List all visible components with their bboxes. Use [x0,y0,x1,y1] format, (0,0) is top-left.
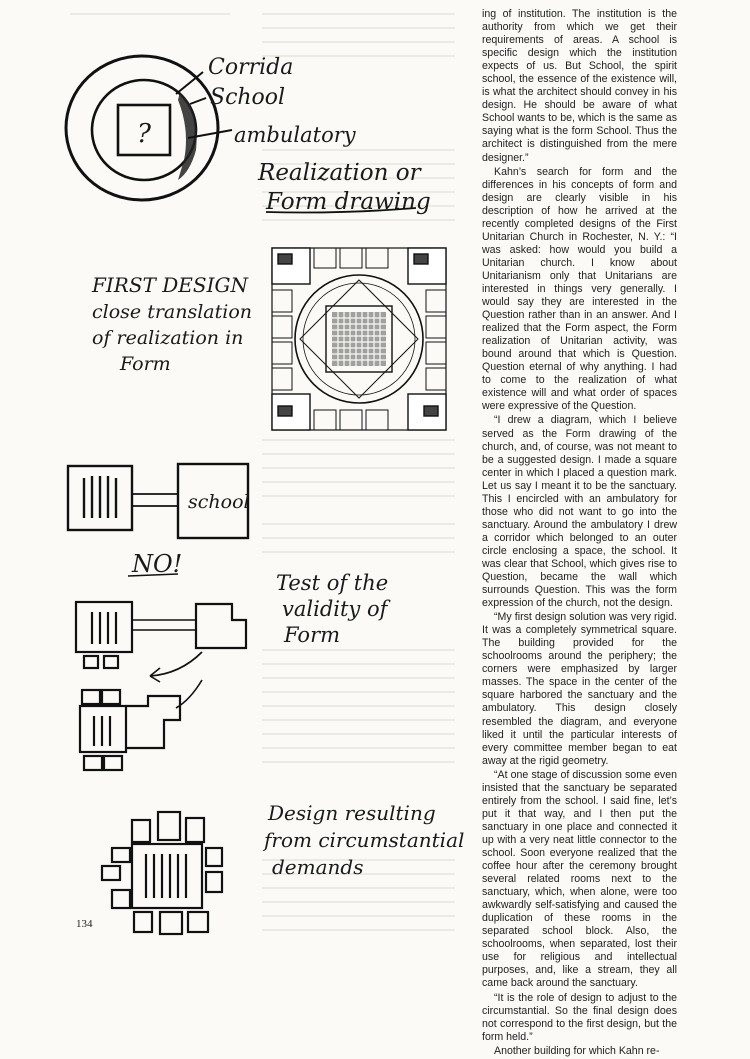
paragraph: “I drew a diagram, which I believe serve… [482,414,677,610]
test-line1: Test of the [276,571,388,595]
paragraph: “At one stage of discussion some even in… [482,768,677,990]
result-line3: demands [272,855,363,879]
sketch-column: ? Corrida School ambulatory Realization … [64,13,464,936]
label-ambulatory: ambulatory [234,123,357,147]
first-design-line3: of realization in [92,327,243,349]
test-line3: Form [283,623,340,647]
sanctuary-question-mark: ? [137,119,152,149]
first-design-note: FIRST DESIGN close translation of realiz… [91,273,252,375]
design-result-note: Design resulting from circumstantial dem… [262,801,464,879]
caption-form-drawing: Form drawing [265,189,431,215]
sanctuary-seating-grid [332,312,386,366]
paragraph: “It is the role of design to adjust to t… [482,991,677,1043]
first-design-line4: Form [119,353,171,375]
magazine-page: ? Corrida School ambulatory Realization … [64,8,677,1057]
first-design-title: FIRST DESIGN [91,273,249,297]
iteration-sketches [74,600,248,936]
show-through-text [70,13,455,931]
paragraph: “My first design solution was very rigid… [482,611,677,767]
caption-realization: Realization or [257,160,423,186]
validity-test-note: Test of the validity of Form [276,571,391,647]
label-no: NO! [131,550,182,578]
test-line2: validity of [282,597,391,621]
first-design-plan [271,247,447,431]
paragraph: Kahn’s search for form and the differenc… [482,165,677,413]
label-school-block: school [188,491,250,513]
article-text-column: ing of institution. The institution is t… [482,8,677,1059]
label-school: School [210,85,285,110]
result-line2: from circumstantial [262,828,464,852]
result-line1: Design resulting [267,801,436,825]
page-number: 134 [76,918,93,930]
first-design-line2: close translation [92,301,252,323]
label-corridor: Corrida [208,55,293,80]
paragraph: Another building for which Kahn re- [494,1044,660,1057]
paragraph: ing of institution. The institution is t… [482,8,677,164]
separated-school-diagram [66,462,250,540]
form-drawing-diagram: ? Corrida School ambulatory Realization … [64,54,431,215]
